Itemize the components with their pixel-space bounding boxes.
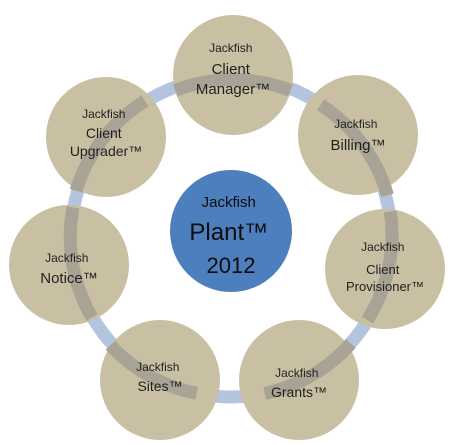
svg-text:Jackfish Grants™: Jackfish Grants™ [271,364,327,400]
node-client-provisioner-ring-overlap [361,210,399,324]
node-client-manager-line-3: Manager™ [196,81,270,98]
center-node-circle [170,170,292,292]
svg-text:Jackfish Plant™ 20: Jackfish Plant™ 2012 [189,194,272,278]
node-client-upgrader-ring-overlap [69,95,149,193]
node-client-provisioner-line-1: Jackfish [361,240,404,254]
center-node-line-2: Plant™ [189,219,268,246]
node-sites-ring-overlap [105,340,199,400]
node-notice-line-2: Notice™ [40,270,98,287]
node-client-provisioner-line-2: Client [366,262,400,277]
node-client-manager-line-2: Client [212,61,251,78]
node-billing-line-2: Billing™ [330,137,385,154]
node-notice-line-1: Jackfish [45,251,88,265]
node-client-upgrader-line-1: Jackfish [82,107,125,121]
svg-text:Jackfish Client Pr: Jackfish Client Provisioner™ [346,238,424,294]
center-node-line-1: Jackfish [202,194,256,211]
svg-text:Jackfish Sites™: Jackfish Sites™ [136,358,184,394]
node-client-upgrader-line-3: Upgrader™ [70,143,142,159]
center-node: Jackfish Plant™ 2012 [170,170,292,292]
node-grants-ring-overlap [263,339,356,400]
node-notice: Jackfish Notice™ [9,205,129,325]
node-client-upgrader-line-2: Client [86,125,122,141]
node-sites: Jackfish Sites™ [100,320,220,440]
node-grants-line-1: Jackfish [275,366,318,380]
svg-text:Jackfish Notice™: Jackfish Notice™ [40,249,98,287]
node-client-manager: Jackfish Client Manager™ [173,15,293,135]
node-client-upgrader: Jackfish Client Upgrader™ [46,77,166,197]
node-client-provisioner: Jackfish Client Provisioner™ [325,209,445,329]
center-node-line-3: 2012 [207,253,256,278]
svg-text:Jackfish Client Ma: Jackfish Client Manager™ [196,39,270,98]
svg-text:Jackfish Client Up: Jackfish Client Upgrader™ [70,105,142,159]
node-grants-line-2: Grants™ [271,384,327,400]
node-grants: Jackfish Grants™ [239,320,359,440]
node-notice-ring-overlap [63,206,98,321]
node-billing: Jackfish Billing™ [298,75,418,198]
node-billing-line-1: Jackfish [334,117,377,131]
node-billing-ring-overlap [317,99,394,198]
node-client-manager-line-1: Jackfish [209,41,252,55]
node-sites-line-1: Jackfish [136,360,179,374]
node-sites-line-2: Sites™ [137,378,182,394]
node-client-provisioner-line-3: Provisioner™ [346,279,424,294]
node-client-manager-ring-overlap [173,73,293,97]
svg-text:Jackfish Billing™: Jackfish Billing™ [330,115,385,154]
